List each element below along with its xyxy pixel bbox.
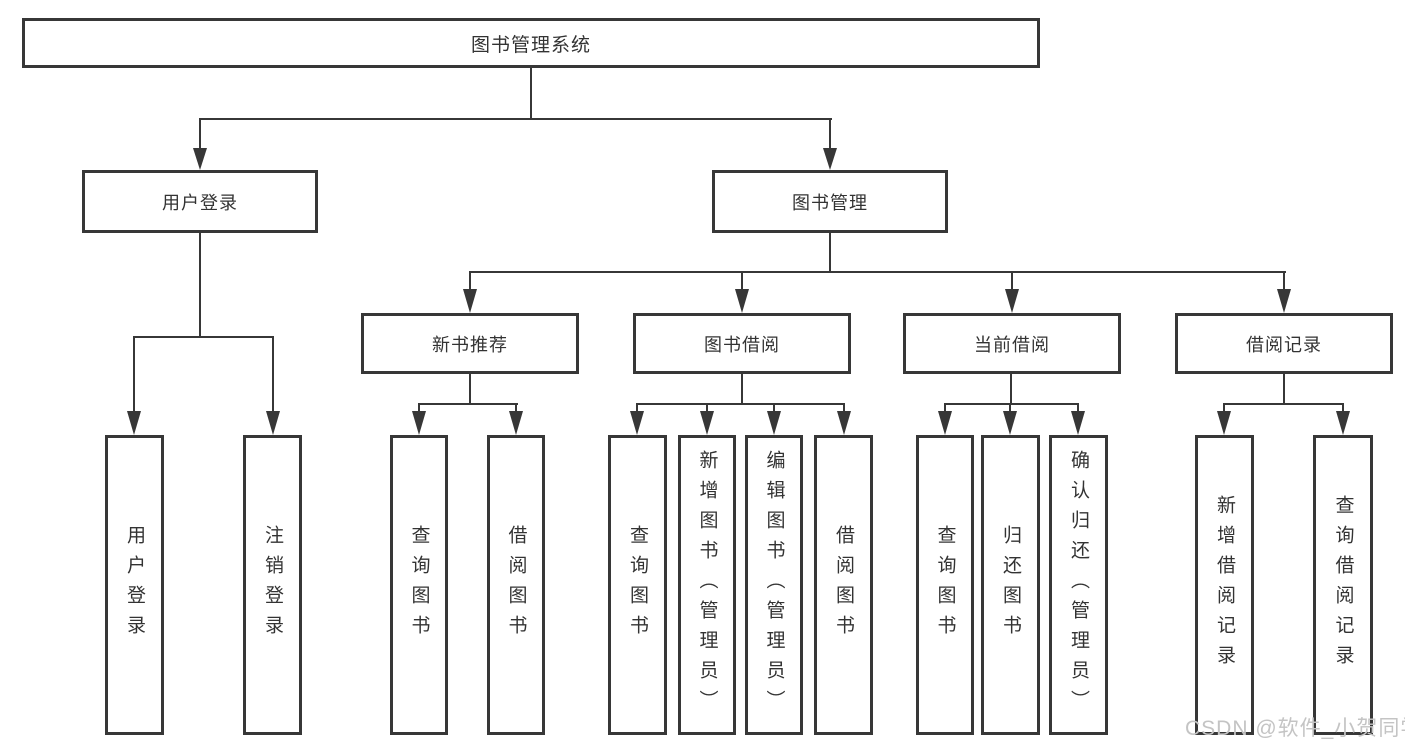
connector-arrow	[266, 411, 280, 435]
connector-line	[829, 233, 831, 273]
leaf-label: 归还图书	[1000, 525, 1021, 645]
leaf-query-books-2: 查询图书	[608, 435, 667, 735]
leaf-confirm-return-admin: 确认归还（管理员）	[1049, 435, 1108, 735]
node-user-login: 用户登录	[82, 170, 318, 233]
connector-line	[706, 403, 708, 413]
connector-line	[199, 118, 832, 120]
connector-arrow	[1277, 289, 1291, 313]
connector-line	[199, 118, 201, 148]
connector-arrow	[630, 411, 644, 435]
connector-line	[636, 403, 845, 405]
node-new-book-recommend: 新书推荐	[361, 313, 579, 374]
connector-arrow	[463, 289, 477, 313]
connector-line	[1077, 403, 1079, 413]
leaf-logout: 注销登录	[243, 435, 302, 735]
node-label: 借阅记录	[1246, 334, 1322, 355]
connector-line	[469, 271, 1286, 273]
connector-arrow	[837, 411, 851, 435]
connector-arrow	[1071, 411, 1085, 435]
leaf-label: 新增借阅记录	[1214, 495, 1235, 675]
leaf-label: 查询图书	[408, 525, 430, 645]
leaf-label: 编辑图书（管理员）	[763, 450, 785, 720]
connector-line	[133, 336, 135, 412]
node-root: 图书管理系统	[22, 18, 1040, 68]
node-label: 用户登录	[162, 192, 238, 213]
node-book-borrow: 图书借阅	[633, 313, 851, 374]
connector-line	[530, 68, 532, 118]
leaf-query-books-3: 查询图书	[916, 435, 974, 735]
connector-arrow	[127, 411, 141, 435]
connector-line	[636, 403, 638, 413]
connector-arrow	[938, 411, 952, 435]
connector-arrow	[1217, 411, 1231, 435]
node-label: 图书管理	[792, 192, 868, 213]
leaf-user-login: 用户登录	[105, 435, 164, 735]
connector-line	[418, 403, 518, 405]
connector-line	[944, 403, 1079, 405]
node-label: 新书推荐	[432, 334, 508, 355]
connector-line	[843, 403, 845, 413]
connector-arrow	[767, 411, 781, 435]
connector-line	[133, 336, 274, 338]
connector-line	[1342, 403, 1344, 413]
leaf-query-borrow-record: 查询借阅记录	[1313, 435, 1373, 735]
connector-line	[741, 374, 743, 405]
leaf-label: 确认归还（管理员）	[1068, 450, 1089, 720]
connector-line	[199, 233, 201, 336]
leaf-label: 注销登录	[262, 525, 283, 645]
connector-arrow	[700, 411, 714, 435]
connector-arrow	[193, 148, 207, 170]
leaf-add-books-admin: 新增图书（管理员）	[678, 435, 736, 735]
connector-line	[272, 336, 274, 412]
leaf-query-books-1: 查询图书	[390, 435, 448, 735]
leaf-label: 用户登录	[124, 525, 145, 645]
connector-line	[829, 118, 831, 148]
leaf-edit-books-admin: 编辑图书（管理员）	[745, 435, 803, 735]
connector-line	[1283, 271, 1285, 291]
connector-arrow	[509, 411, 523, 435]
connector-line	[773, 403, 775, 413]
leaf-label: 新增图书（管理员）	[696, 450, 718, 720]
connector-arrow	[823, 148, 837, 170]
leaf-borrow-books-1: 借阅图书	[487, 435, 545, 735]
node-book-management: 图书管理	[712, 170, 948, 233]
connector-line	[1223, 403, 1225, 413]
connector-line	[741, 271, 743, 291]
leaf-label: 借阅图书	[505, 525, 527, 645]
connector-line	[1009, 403, 1011, 413]
connector-line	[1223, 403, 1344, 405]
connector-line	[944, 403, 946, 413]
csdn-watermark: CSDN @软件_小贺同学	[1185, 717, 1405, 740]
node-borrow-records: 借阅记录	[1175, 313, 1393, 374]
leaf-label: 查询图书	[627, 525, 648, 645]
connector-arrow	[1005, 289, 1019, 313]
connector-line	[469, 374, 471, 405]
leaf-label: 查询借阅记录	[1332, 495, 1354, 675]
connector-line	[418, 403, 420, 413]
node-label: 当前借阅	[974, 334, 1050, 355]
node-label: 图书借阅	[704, 334, 780, 355]
connector-arrow	[1003, 411, 1017, 435]
connector-line	[469, 271, 471, 291]
leaf-borrow-books-2: 借阅图书	[814, 435, 873, 735]
connector-line	[1283, 374, 1285, 405]
leaf-label: 借阅图书	[833, 525, 854, 645]
node-root-label: 图书管理系统	[470, 34, 591, 56]
leaf-add-borrow-record: 新增借阅记录	[1195, 435, 1254, 735]
leaf-label: 查询图书	[934, 525, 956, 645]
node-current-borrow: 当前借阅	[903, 313, 1121, 374]
connector-line	[515, 403, 517, 413]
connector-arrow	[735, 289, 749, 313]
connector-arrow	[1336, 411, 1350, 435]
connector-arrow	[412, 411, 426, 435]
connector-line	[1010, 374, 1012, 405]
connector-line	[1011, 271, 1013, 291]
leaf-return-books: 归还图书	[981, 435, 1040, 735]
